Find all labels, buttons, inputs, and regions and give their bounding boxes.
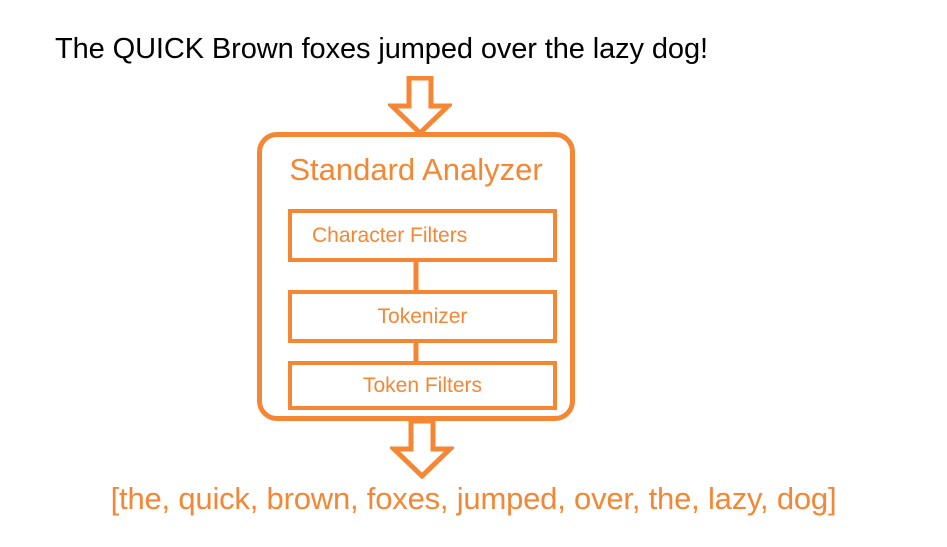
down-arrow-icon-top bbox=[388, 76, 452, 136]
analyzer-title: Standard Analyzer bbox=[289, 152, 543, 187]
output-tokens-text: [the, quick, brown, foxes, jumped, over,… bbox=[110, 481, 837, 516]
stage-token-filters-label: Token Filters bbox=[362, 374, 483, 397]
stage-character-filters[interactable]: Character Filters bbox=[288, 209, 557, 262]
down-arrow-icon-bottom bbox=[390, 419, 454, 479]
analyzer-container: Standard Analyzer Character Filters Toke… bbox=[257, 132, 575, 421]
stage-tokenizer[interactable]: Tokenizer bbox=[288, 290, 557, 343]
connector-tokenizer-to-token-filters bbox=[413, 341, 419, 363]
stage-token-filters[interactable]: Token Filters bbox=[288, 361, 557, 410]
connector-character-filters-to-tokenizer bbox=[413, 260, 419, 292]
input-sentence-text: The QUICK Brown foxes jumped over the la… bbox=[55, 33, 708, 65]
stage-character-filters-label: Character Filters bbox=[312, 224, 468, 247]
stage-tokenizer-label: Tokenizer bbox=[377, 305, 468, 328]
